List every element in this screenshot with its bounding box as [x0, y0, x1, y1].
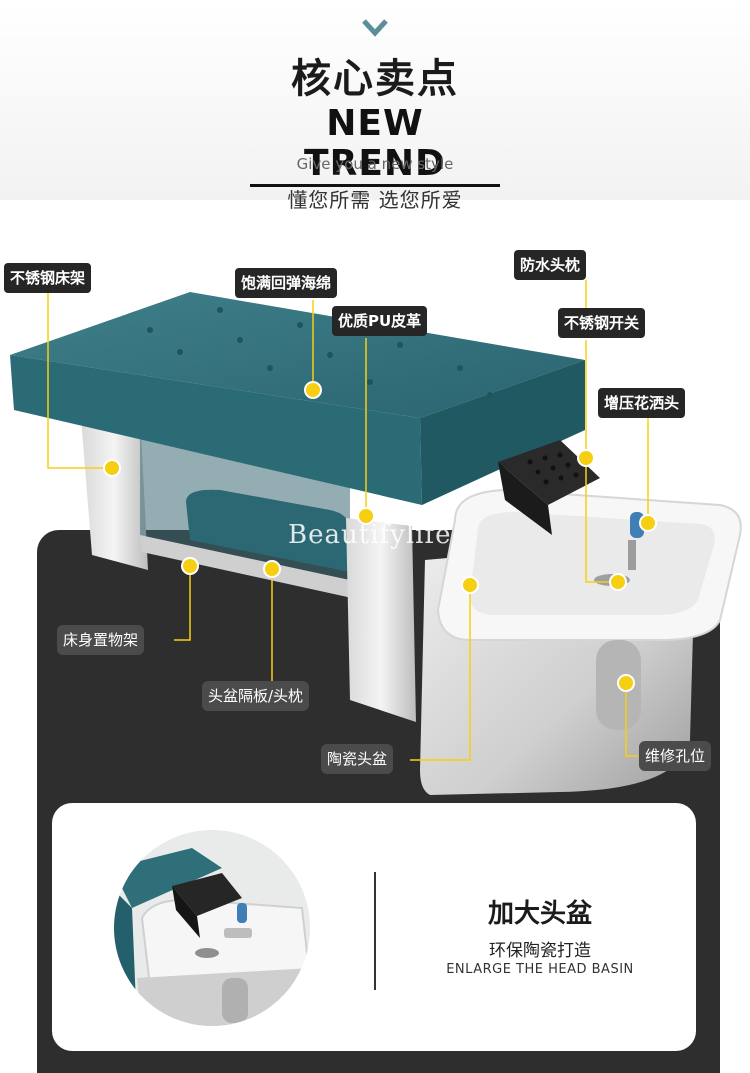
dot-divider — [263, 560, 281, 578]
label-pu-leather: 优质PU皮革 — [332, 306, 428, 336]
divider-cushion — [186, 489, 350, 572]
dot-shelf — [181, 557, 199, 575]
label-repair-hole: 维修孔位 — [639, 741, 712, 771]
basin-closeup-image — [114, 830, 310, 1026]
label-stainless-frame: 不锈钢床架 — [4, 263, 92, 293]
dot-sponge — [304, 381, 322, 399]
left-leg — [80, 405, 148, 570]
label-shower-head: 增压花洒头 — [598, 388, 686, 418]
dot-shower — [639, 514, 657, 532]
subtitle-cn: 懂您所需 选您所爱 — [287, 188, 463, 212]
mattress-side — [420, 360, 585, 505]
right-leg — [346, 518, 416, 722]
shelf — [140, 535, 352, 598]
label-waterproof-pillow: 防水头枕 — [514, 250, 587, 280]
dot-basin — [461, 576, 479, 594]
label-basin-divider: 头盆隔板/头枕 — [202, 681, 310, 711]
subtitle-en: Give you a new style — [296, 155, 454, 173]
dot-pillow — [577, 449, 595, 467]
dot-frame — [103, 459, 121, 477]
dot-leather — [357, 507, 375, 525]
label-full-sponge: 饱满回弹海绵 — [235, 268, 338, 298]
card-divider — [374, 872, 376, 990]
dot-switch — [609, 573, 627, 591]
label-bed-shelf: 床身置物架 — [57, 625, 145, 655]
dot-repair — [617, 674, 635, 692]
chevron-down-icon — [362, 19, 388, 37]
watermark-text: Beautifylife — [288, 520, 452, 550]
mattress-front — [10, 355, 422, 505]
feature-title: 加大头盆 — [487, 899, 592, 929]
label-ceramic-basin: 陶瓷头盆 — [321, 744, 394, 774]
page-title: 核心卖点 — [291, 56, 459, 102]
shampoo-bed-illustration — [10, 280, 742, 795]
headrest — [498, 440, 600, 505]
label-stainless-switch: 不锈钢开关 — [558, 308, 646, 338]
feature-subtitle-en: ENLARGE THE HEAD BASIN — [446, 962, 634, 977]
feature-subtitle-cn: 环保陶瓷打造 — [489, 941, 591, 961]
mattress-top — [10, 292, 585, 418]
page-title-en: NEW TREND — [250, 104, 500, 187]
